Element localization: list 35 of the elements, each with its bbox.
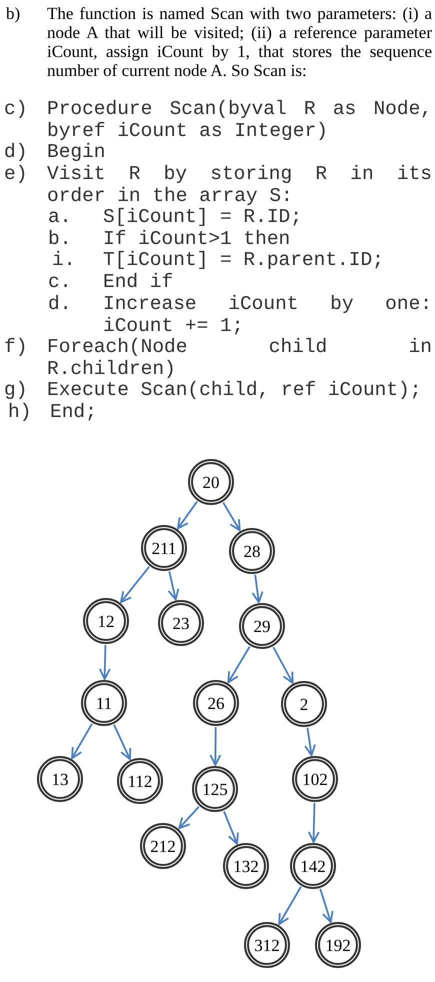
code-line: Procedure Scan(byval R as Node, byref iCount as Integer) [47,99,432,142]
arrow [252,574,264,604]
arrow [168,571,180,600]
list-marker: c. [48,272,72,294]
list-marker: d) [4,142,28,164]
arrow [223,810,239,845]
code-line: End if [103,272,174,294]
list-marker: h) [8,402,32,424]
arrow [272,646,294,684]
paragraph: The function is named Scan with two parameters: (i) a node A that will be visited; (ii) a reference parameter iCount, assign iCount by 1, that stores the sequence number of current node A. So Scan is: [47,4,432,80]
list-marker: g) [4,380,28,402]
list-marker: f) [4,337,28,359]
code-line: End; [50,402,98,424]
code-line: Begin [47,142,107,164]
list-marker: d. [48,294,72,316]
arrow [210,727,222,766]
list-marker: b) [6,4,20,23]
code-line: S[iCount] = R.ID; [103,207,303,229]
arrow [319,888,334,924]
code-line: If iCount>1 then [103,229,292,250]
list-marker: c) [4,99,28,121]
arrow [98,644,111,680]
code-line: Foreach(Node child in R.children) [47,337,432,380]
list-marker: b. [48,229,72,250]
code-line: Increase iCount by one: iCount += 1; [103,294,432,338]
arrow [178,806,200,830]
arrow [113,724,132,760]
list-marker: a. [48,207,72,229]
code-line: Execute Scan(child, ref iCount); [47,380,422,402]
code-line: Visit R by storing R in its order in the array S: [47,164,432,208]
arrow [308,802,320,843]
list-marker: e) [4,164,28,186]
list-marker: i. [52,250,76,272]
code-line: T[iCount] = R.parent.ID; [103,250,385,272]
arrow [304,728,316,756]
